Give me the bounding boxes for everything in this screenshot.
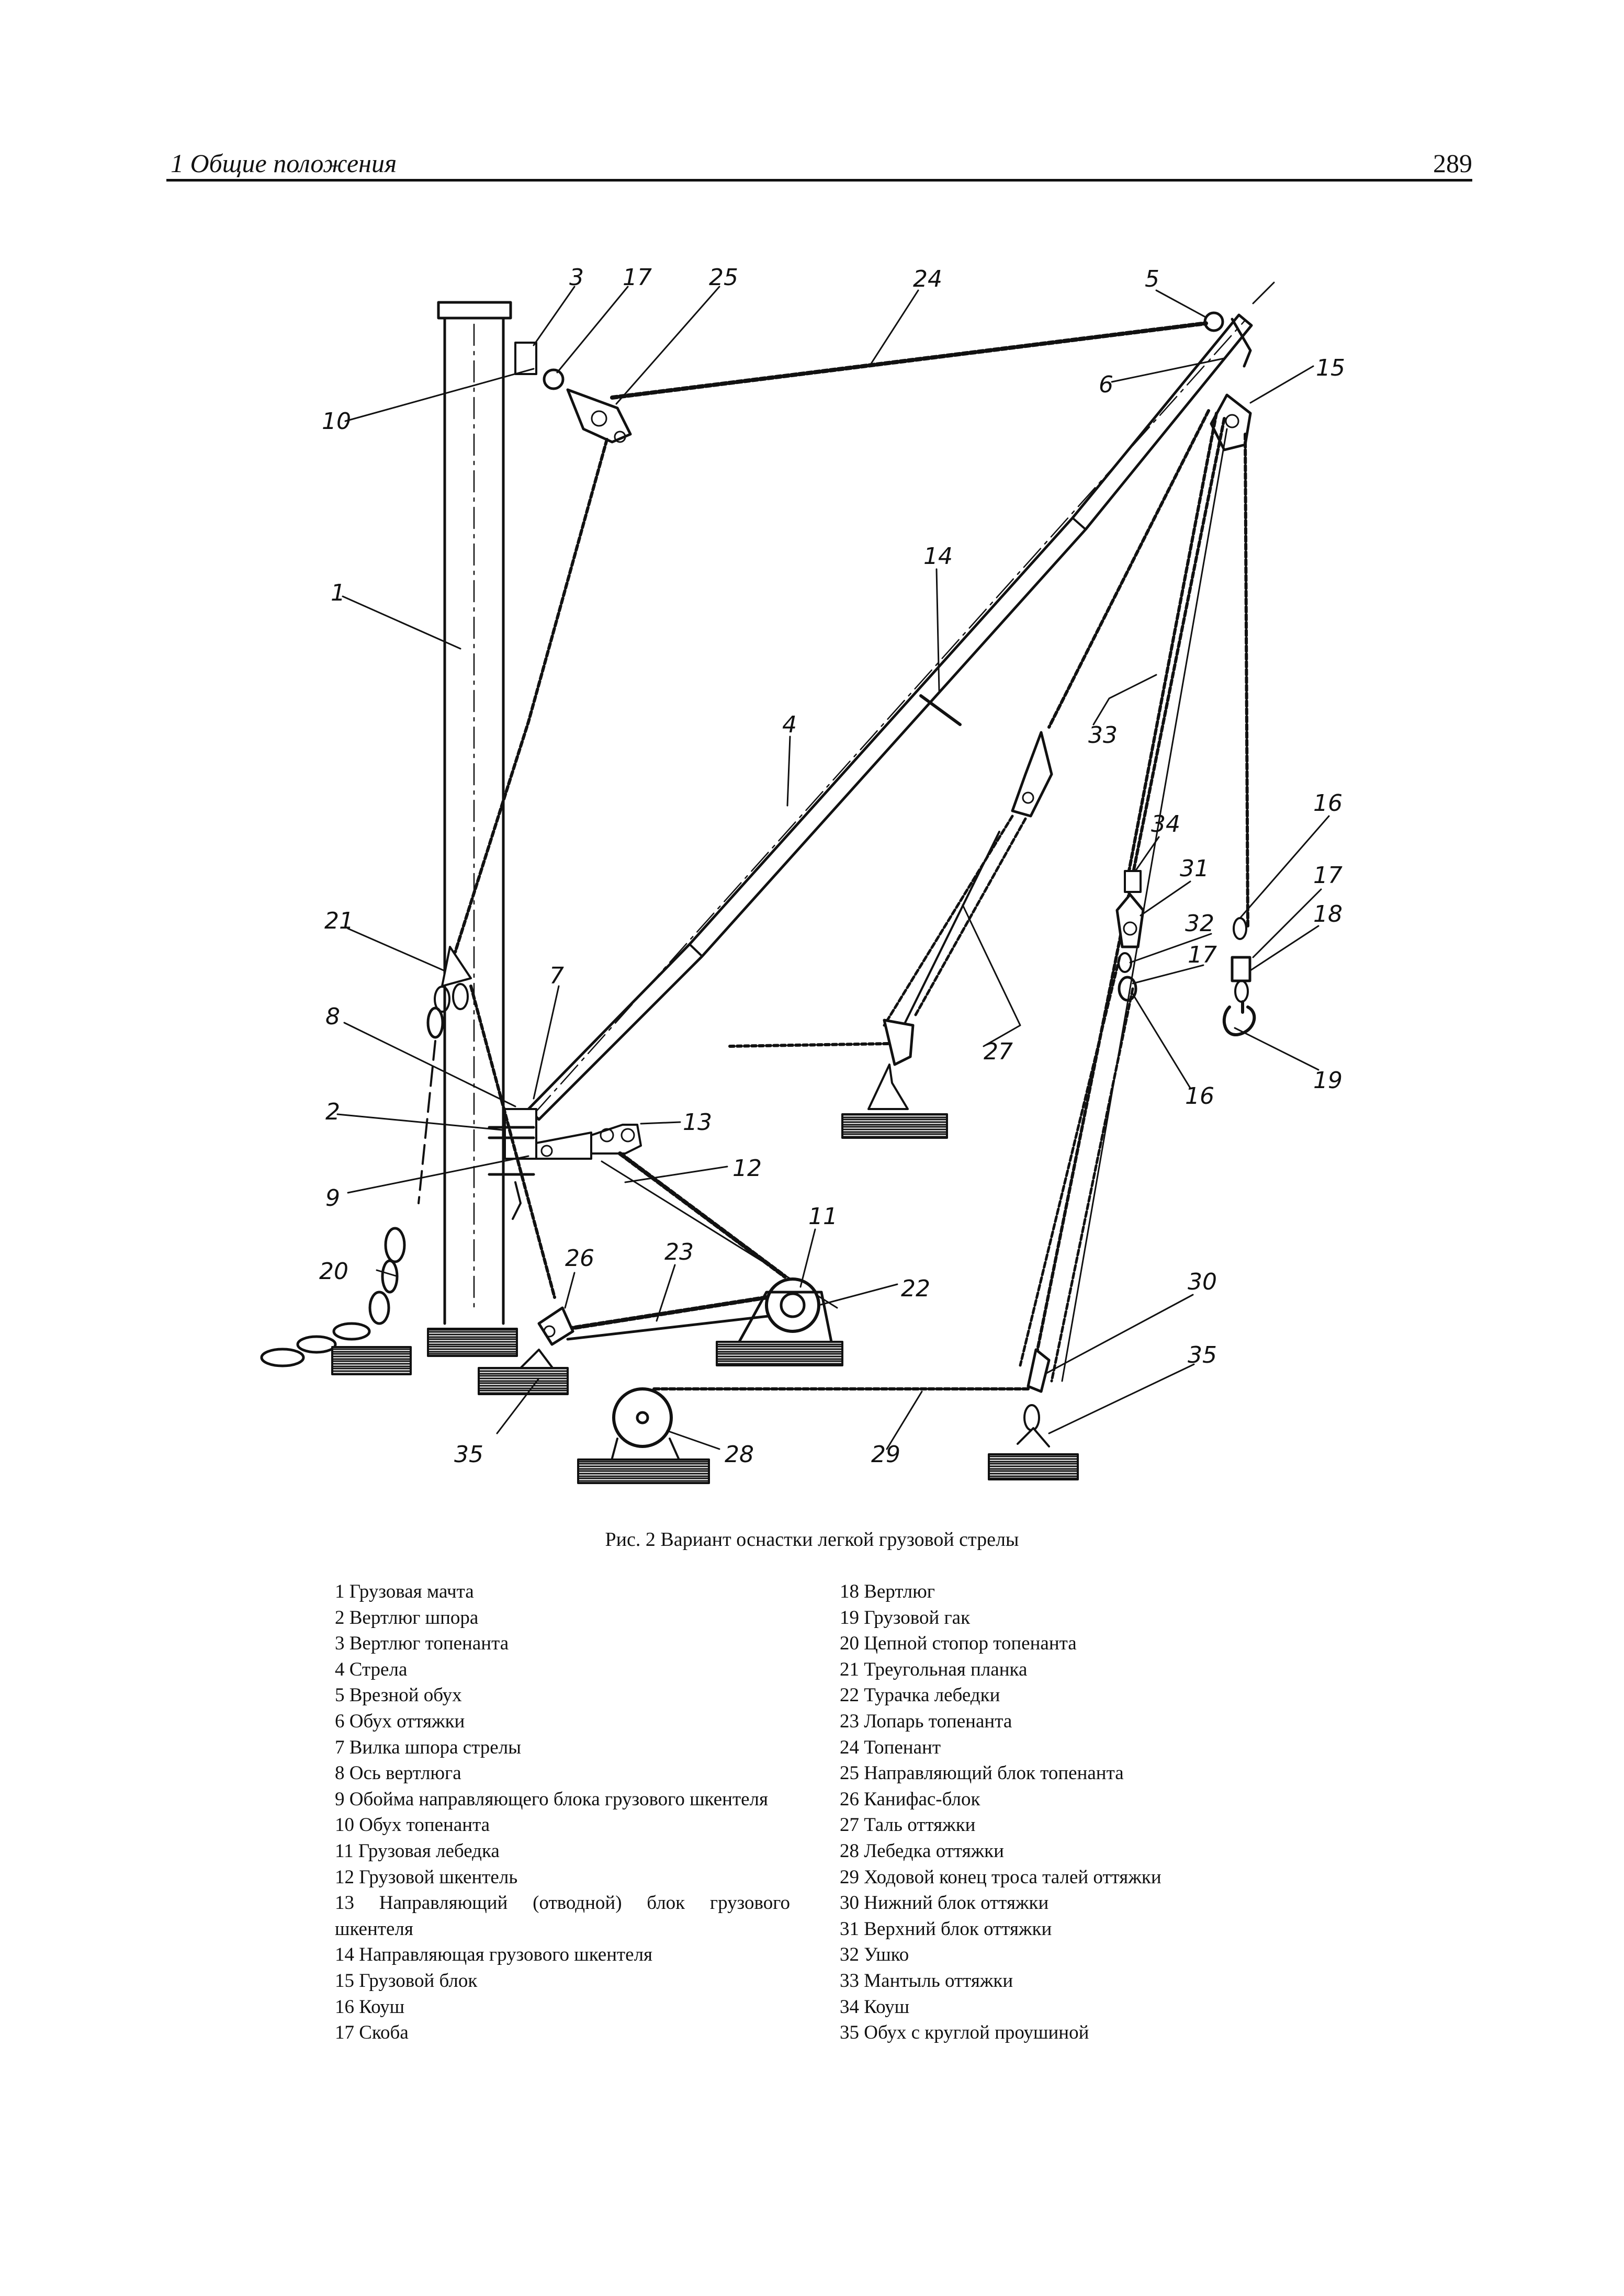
callout-number: 17: [1313, 862, 1343, 889]
legend-item: 23 Лопарь топенанта: [840, 1710, 1012, 1732]
guy-blocks: [988, 870, 1145, 1480]
callout-number: 35: [454, 1441, 483, 1468]
callout-number: 3: [569, 264, 584, 291]
callout-number: 8: [325, 1003, 340, 1030]
callout-number: 27: [984, 1038, 1013, 1065]
legend-item: 26 Канифас-блок: [840, 1788, 980, 1810]
callout-number: 22: [901, 1275, 930, 1302]
mast: [427, 301, 518, 1357]
legend-item: 19 Грузовой гак: [840, 1607, 971, 1628]
legend-item: 6 Обух оттяжки: [335, 1710, 465, 1732]
legend-item: 12 Грузовой шкентель: [335, 1866, 518, 1888]
callout-number: 35: [1188, 1342, 1217, 1368]
legend-item: 25 Направляющий блок топенанта: [840, 1762, 1124, 1784]
callout-number: 23: [664, 1239, 694, 1265]
callout-number: 18: [1313, 901, 1343, 928]
drawing-lines: [260, 281, 1330, 1484]
callout-number: 26: [565, 1245, 594, 1272]
callout-number: 1: [331, 580, 345, 606]
callout-number: 24: [913, 266, 942, 292]
callout-number: 12: [732, 1155, 762, 1182]
callout-number: 21: [324, 908, 354, 934]
legend-item: 5 Врезной обух: [335, 1684, 462, 1706]
cargo-hook-assembly: [1222, 433, 1256, 1036]
callout-number: 17: [623, 264, 652, 291]
callout-number: 31: [1180, 855, 1209, 882]
legend-item: 21 Треугольная планка: [840, 1658, 1028, 1680]
running-header: 1 Общие положения 289: [166, 146, 1472, 180]
legend-item: 16 Коуш: [335, 1996, 405, 2018]
legend-item: 11 Грузовая лебедка: [335, 1840, 500, 1862]
figure-caption: Рис. 2 Вариант оснастки легкой грузовой …: [605, 1529, 1019, 1551]
callout-number: 30: [1188, 1269, 1217, 1295]
legend-item: 7 Вилка шпора стрелы: [335, 1736, 522, 1758]
guy-pennant: [1047, 409, 1210, 729]
callout-number: 19: [1313, 1067, 1343, 1094]
boom: [527, 313, 1253, 1121]
section-title: 1 Общие положения: [171, 149, 397, 178]
legend-item: 34 Коуш: [840, 1996, 910, 2018]
legend-right-column: 18 Вертлюг 19 Грузовой гак 20 Цепной сто…: [840, 1579, 1295, 2046]
callout-number: 28: [725, 1441, 754, 1468]
callout-number: 9: [325, 1185, 340, 1212]
leader-lines: [336, 286, 1330, 1450]
cargo-pendant: [618, 1151, 787, 1279]
callout-number: 16: [1185, 1083, 1214, 1110]
legend-item: 31 Верхний блок оттяжки: [840, 1918, 1052, 1940]
cargo-winch: [716, 1277, 843, 1366]
legend-item: 32 Ушко: [840, 1944, 909, 1966]
legend-item: 33 Мантыль оттяжки: [840, 1970, 1013, 1992]
legend-item: 29 Ходовой конец троса талей оттяжки: [840, 1866, 1161, 1888]
callout-number: 17: [1188, 942, 1217, 968]
callout-number: 13: [683, 1109, 712, 1136]
legend-item: 35 Обух с круглой проушиной: [840, 2022, 1089, 2044]
callout-number: 29: [871, 1441, 900, 1468]
callout-number: 15: [1316, 355, 1345, 381]
guy-winch: [577, 1387, 1030, 1484]
legend-item: 8 Ось вертлюга: [335, 1762, 461, 1784]
topping-lift-fittings: [514, 342, 632, 444]
legend-item: 1 Грузовая мачта: [335, 1581, 474, 1602]
cargo-boom-rigging-figure: 3 17 25 24 5 6 15 10 1 14 4 33 16 34 17 …: [260, 264, 1345, 1484]
callout-numbers: 3 17 25 24 5 6 15 10 1 14 4 33 16 34 17 …: [319, 264, 1345, 1468]
heel-fittings: [488, 1108, 642, 1220]
legend-item: 2 Вертлюг шпора: [335, 1607, 479, 1628]
header-rule: [166, 179, 1472, 182]
callout-number: 32: [1185, 910, 1214, 937]
legend-item: 9 Обойма направляющего блока грузового ш…: [335, 1788, 769, 1810]
legend-left-column: 1 Грузовая мачта 2 Вертлюг шпора 3 Вертл…: [335, 1579, 790, 2046]
chain-stopper: [260, 946, 472, 1375]
legend-item: 28 Лебедка оттяжки: [840, 1840, 1004, 1862]
legend-item: 17 Скоба: [335, 2022, 409, 2044]
legend-item: 24 Топенант: [840, 1736, 941, 1758]
callout-number: 4: [782, 711, 797, 738]
legend-item: 14 Направляющая грузового шкентеля: [335, 1944, 653, 1966]
callout-number: 20: [319, 1258, 348, 1285]
legend-item: 13 Направляющий (отводной) блок грузовог…: [335, 1892, 790, 1940]
callout-number: 11: [808, 1203, 838, 1230]
callout-number: 14: [923, 543, 953, 570]
legend-item: 10 Обух топенанта: [335, 1814, 490, 1836]
callout-number: 5: [1145, 266, 1159, 292]
snatch-block: [478, 1306, 574, 1395]
page-number: 289: [1433, 149, 1472, 178]
legend-item: 27 Таль оттяжки: [840, 1814, 976, 1836]
callout-number: 16: [1313, 790, 1343, 817]
callout-number: 6: [1099, 371, 1113, 398]
callout-number: 7: [549, 963, 564, 989]
legend-item: 20 Цепной стопор топенанта: [840, 1633, 1077, 1655]
legend-item: 18 Вертлюг: [840, 1581, 935, 1602]
callout-number: 25: [709, 264, 738, 291]
topping-lift-rope: [610, 321, 1208, 400]
legend-item: 30 Нижний блок оттяжки: [840, 1892, 1049, 1914]
callout-number: 33: [1088, 722, 1118, 749]
legend-item: 22 Турачка лебедки: [840, 1684, 1000, 1706]
guy-tackle: [728, 731, 1053, 1139]
callout-number: 10: [322, 408, 351, 435]
legend-item: 4 Стрела: [335, 1658, 408, 1680]
legend-item: 3 Вертлюг топенанта: [335, 1633, 509, 1655]
legend-item: 15 Грузовой блок: [335, 1970, 478, 1992]
callout-number: 2: [325, 1099, 340, 1125]
callout-number: 34: [1151, 811, 1180, 838]
